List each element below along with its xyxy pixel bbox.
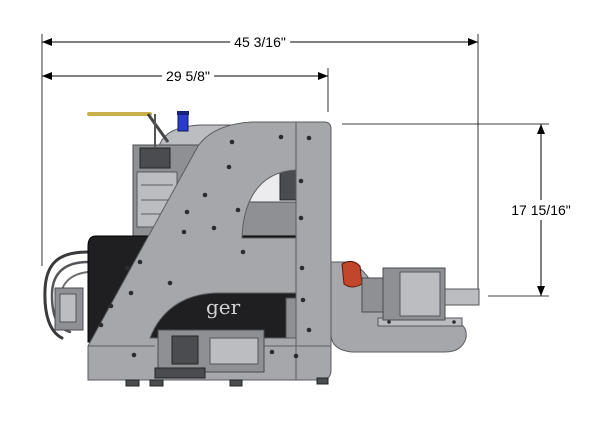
coupling-housing bbox=[361, 277, 385, 313]
bolt-hole bbox=[202, 192, 208, 198]
dimension-label-inner: 29 5/8" bbox=[162, 68, 214, 84]
bolt-hole bbox=[181, 229, 187, 235]
bolt-hole bbox=[278, 134, 284, 140]
bolt-hole bbox=[124, 265, 130, 271]
bolt-hole bbox=[298, 215, 304, 221]
dimension-label-right: 17 15/16" bbox=[508, 200, 574, 220]
red-coupling bbox=[341, 260, 363, 288]
blue-cap-top bbox=[177, 111, 189, 115]
bolt-hole bbox=[128, 290, 134, 296]
foot bbox=[125, 379, 140, 387]
bolt-hole bbox=[229, 139, 235, 145]
bolt-hole bbox=[299, 265, 305, 271]
carburetor-face bbox=[59, 293, 77, 323]
blue-cap bbox=[177, 112, 189, 132]
bolt-hole bbox=[167, 280, 173, 286]
bolt-hole bbox=[298, 178, 304, 184]
bolt-hole bbox=[300, 297, 306, 303]
engine-lettering: ger bbox=[206, 295, 241, 319]
base-bar bbox=[154, 367, 206, 379]
foot bbox=[316, 377, 329, 385]
hose bbox=[43, 250, 90, 340]
handle-lever bbox=[146, 113, 170, 143]
dimension-label-top: 45 3/16" bbox=[230, 34, 290, 50]
oil-pan-opening bbox=[171, 335, 199, 365]
foot bbox=[229, 379, 243, 387]
bolt-hole bbox=[306, 327, 312, 333]
output-shaft bbox=[444, 288, 480, 306]
bolt-hole bbox=[108, 303, 114, 309]
bolt-hole bbox=[98, 322, 104, 328]
bolt-hole bbox=[387, 320, 391, 324]
bolt-hole bbox=[184, 209, 190, 215]
bolt-hole bbox=[235, 207, 241, 213]
bolt-hole bbox=[240, 249, 246, 255]
bolt-hole bbox=[269, 349, 275, 355]
bolt-hole bbox=[293, 353, 299, 359]
oil-pan-plate bbox=[209, 337, 259, 365]
bolt-hole bbox=[226, 164, 232, 170]
bolt-hole bbox=[137, 259, 143, 265]
gearbox-face bbox=[399, 271, 441, 317]
engine-top-block bbox=[139, 147, 171, 169]
bolt-hole bbox=[306, 135, 312, 141]
foot bbox=[149, 379, 164, 387]
bolt-hole bbox=[452, 320, 456, 324]
engine-bracket-arch bbox=[279, 167, 299, 201]
bolt-hole bbox=[211, 225, 217, 231]
bolt-hole bbox=[131, 352, 137, 358]
